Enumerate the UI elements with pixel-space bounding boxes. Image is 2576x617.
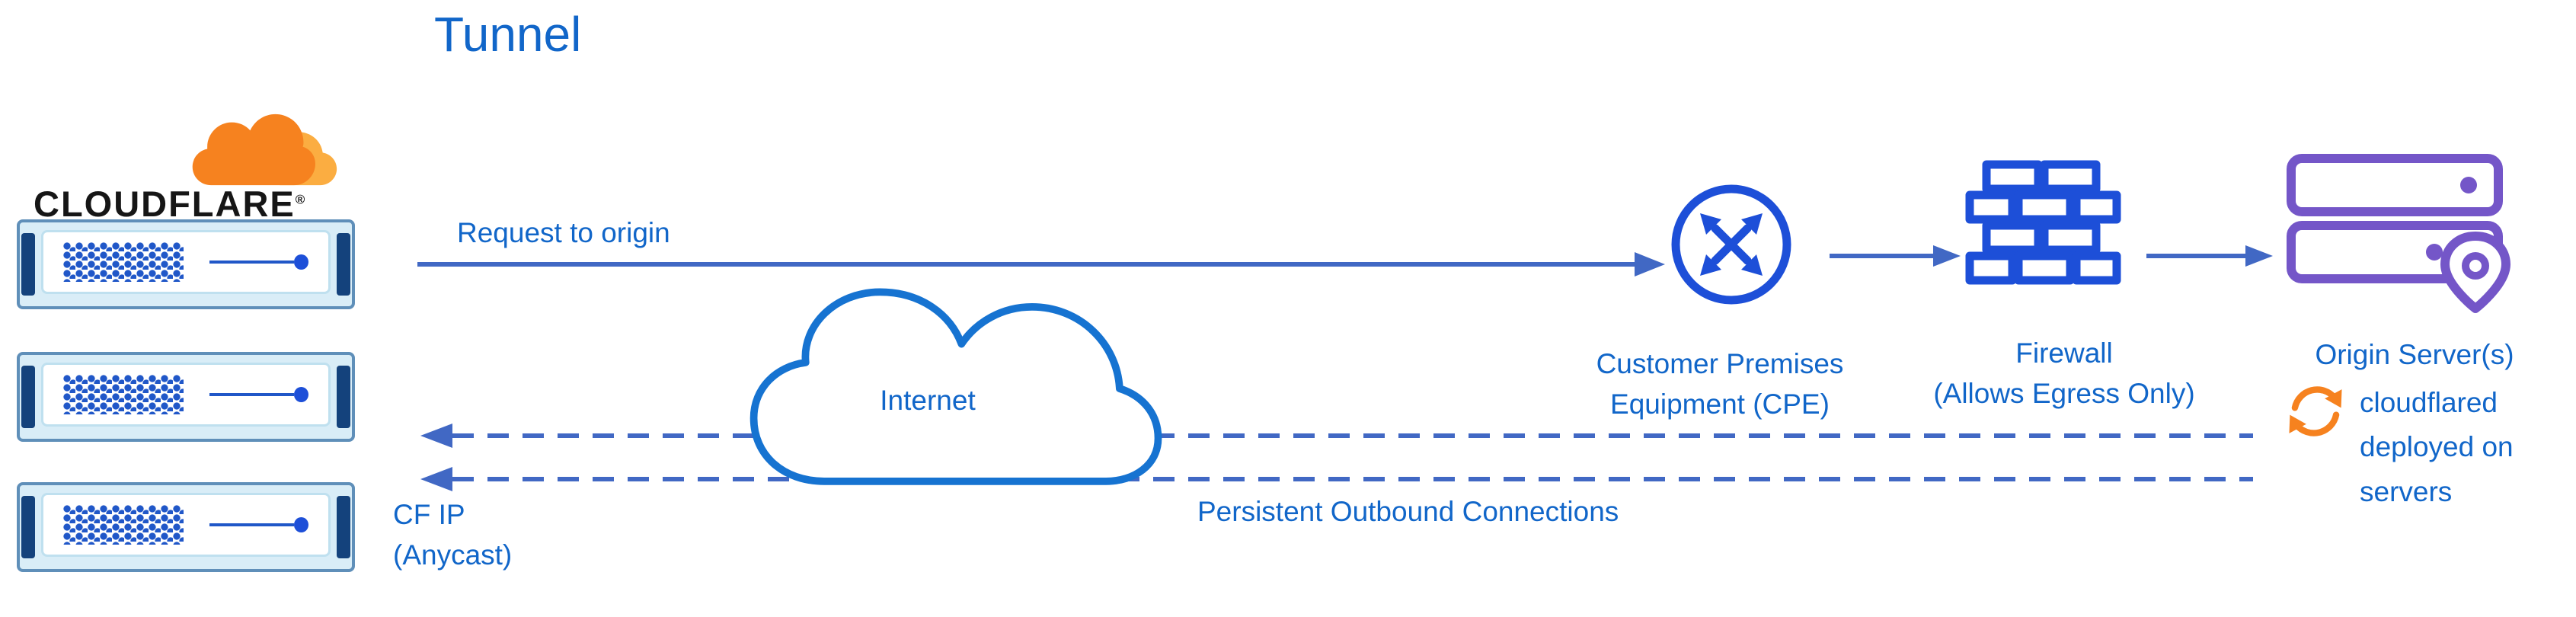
internet-label: Internet: [880, 385, 976, 416]
cf-ip-label-line2: (Anycast): [393, 539, 513, 571]
persistent-dashed-arrow-bottom-icon: [420, 467, 2253, 491]
cloudflared-label-line3: servers: [2360, 475, 2453, 507]
registered-mark: ®: [295, 192, 307, 207]
location-pin-icon: [2440, 232, 2510, 313]
cf-ip-label-line1: CF IP: [393, 499, 465, 530]
firewall-label: Firewall (Allows Egress Only): [1874, 334, 2255, 414]
edge-server-icon-2: [17, 352, 355, 442]
internet-cloud-icon: [749, 288, 1162, 485]
persistent-outbound-label: Persistent Outbound Connections: [1197, 496, 1619, 527]
persistent-dashed-arrow-top-icon: [420, 424, 2253, 448]
cpe-label-line2: Equipment (CPE): [1610, 388, 1830, 420]
cloudflare-logo-wordmark: CLOUDFLARE®: [34, 183, 361, 225]
cloudflared-sync-icon: [2289, 386, 2342, 436]
server-led: [294, 254, 309, 270]
server-dots-pattern: [63, 375, 184, 414]
cpe-router-icon: [1671, 184, 1791, 305]
origin-servers-icon: [2287, 154, 2510, 313]
server-side-rail: [21, 366, 35, 428]
origin-label: Origin Server(s): [2315, 339, 2514, 370]
server-led: [294, 387, 309, 402]
server-panel: [41, 493, 331, 557]
cloudflare-logo-text: CLOUDFLARE: [34, 184, 296, 224]
page-title: Tunnel: [434, 7, 582, 62]
cf-ip-anycast-label: CF IP (Anycast): [393, 495, 512, 575]
cpe-label-line1: Customer Premises: [1596, 348, 1844, 379]
server-dots-pattern: [63, 505, 184, 545]
firewall-label-line1: Firewall: [2015, 337, 2113, 369]
cpe-label: Customer Premises Equipment (CPE): [1545, 344, 1895, 424]
server-led: [294, 517, 309, 532]
server-side-rail: [21, 233, 35, 296]
request-to-origin-label: Request to origin: [457, 217, 670, 248]
firewall-icon: [1965, 160, 2121, 285]
server-side-rail: [337, 496, 350, 558]
edge-server-icon-1: [17, 219, 355, 309]
cloudflare-logo-cloud-icon: [192, 113, 337, 186]
server-side-rail: [337, 366, 350, 428]
server-dots-pattern: [63, 242, 184, 282]
edge-server-icon-3: [17, 482, 355, 572]
request-arrow-icon: [417, 252, 1665, 277]
server-line: [209, 523, 295, 526]
server-line: [209, 261, 295, 264]
firewall-to-origin-arrow-icon: [2146, 245, 2273, 267]
cloudflared-label: cloudflared deployed on servers: [2360, 381, 2576, 514]
cloudflared-label-line1: cloudflared: [2360, 387, 2498, 418]
server-side-rail: [337, 233, 350, 296]
firewall-label-line2: (Allows Egress Only): [1933, 377, 2195, 409]
server-panel: [41, 363, 331, 427]
server-line: [209, 393, 295, 396]
cpe-to-firewall-arrow-icon: [1830, 245, 1961, 267]
server-panel: [41, 230, 331, 294]
server-side-rail: [21, 496, 35, 558]
cloudflared-label-line2: deployed on: [2360, 431, 2514, 463]
